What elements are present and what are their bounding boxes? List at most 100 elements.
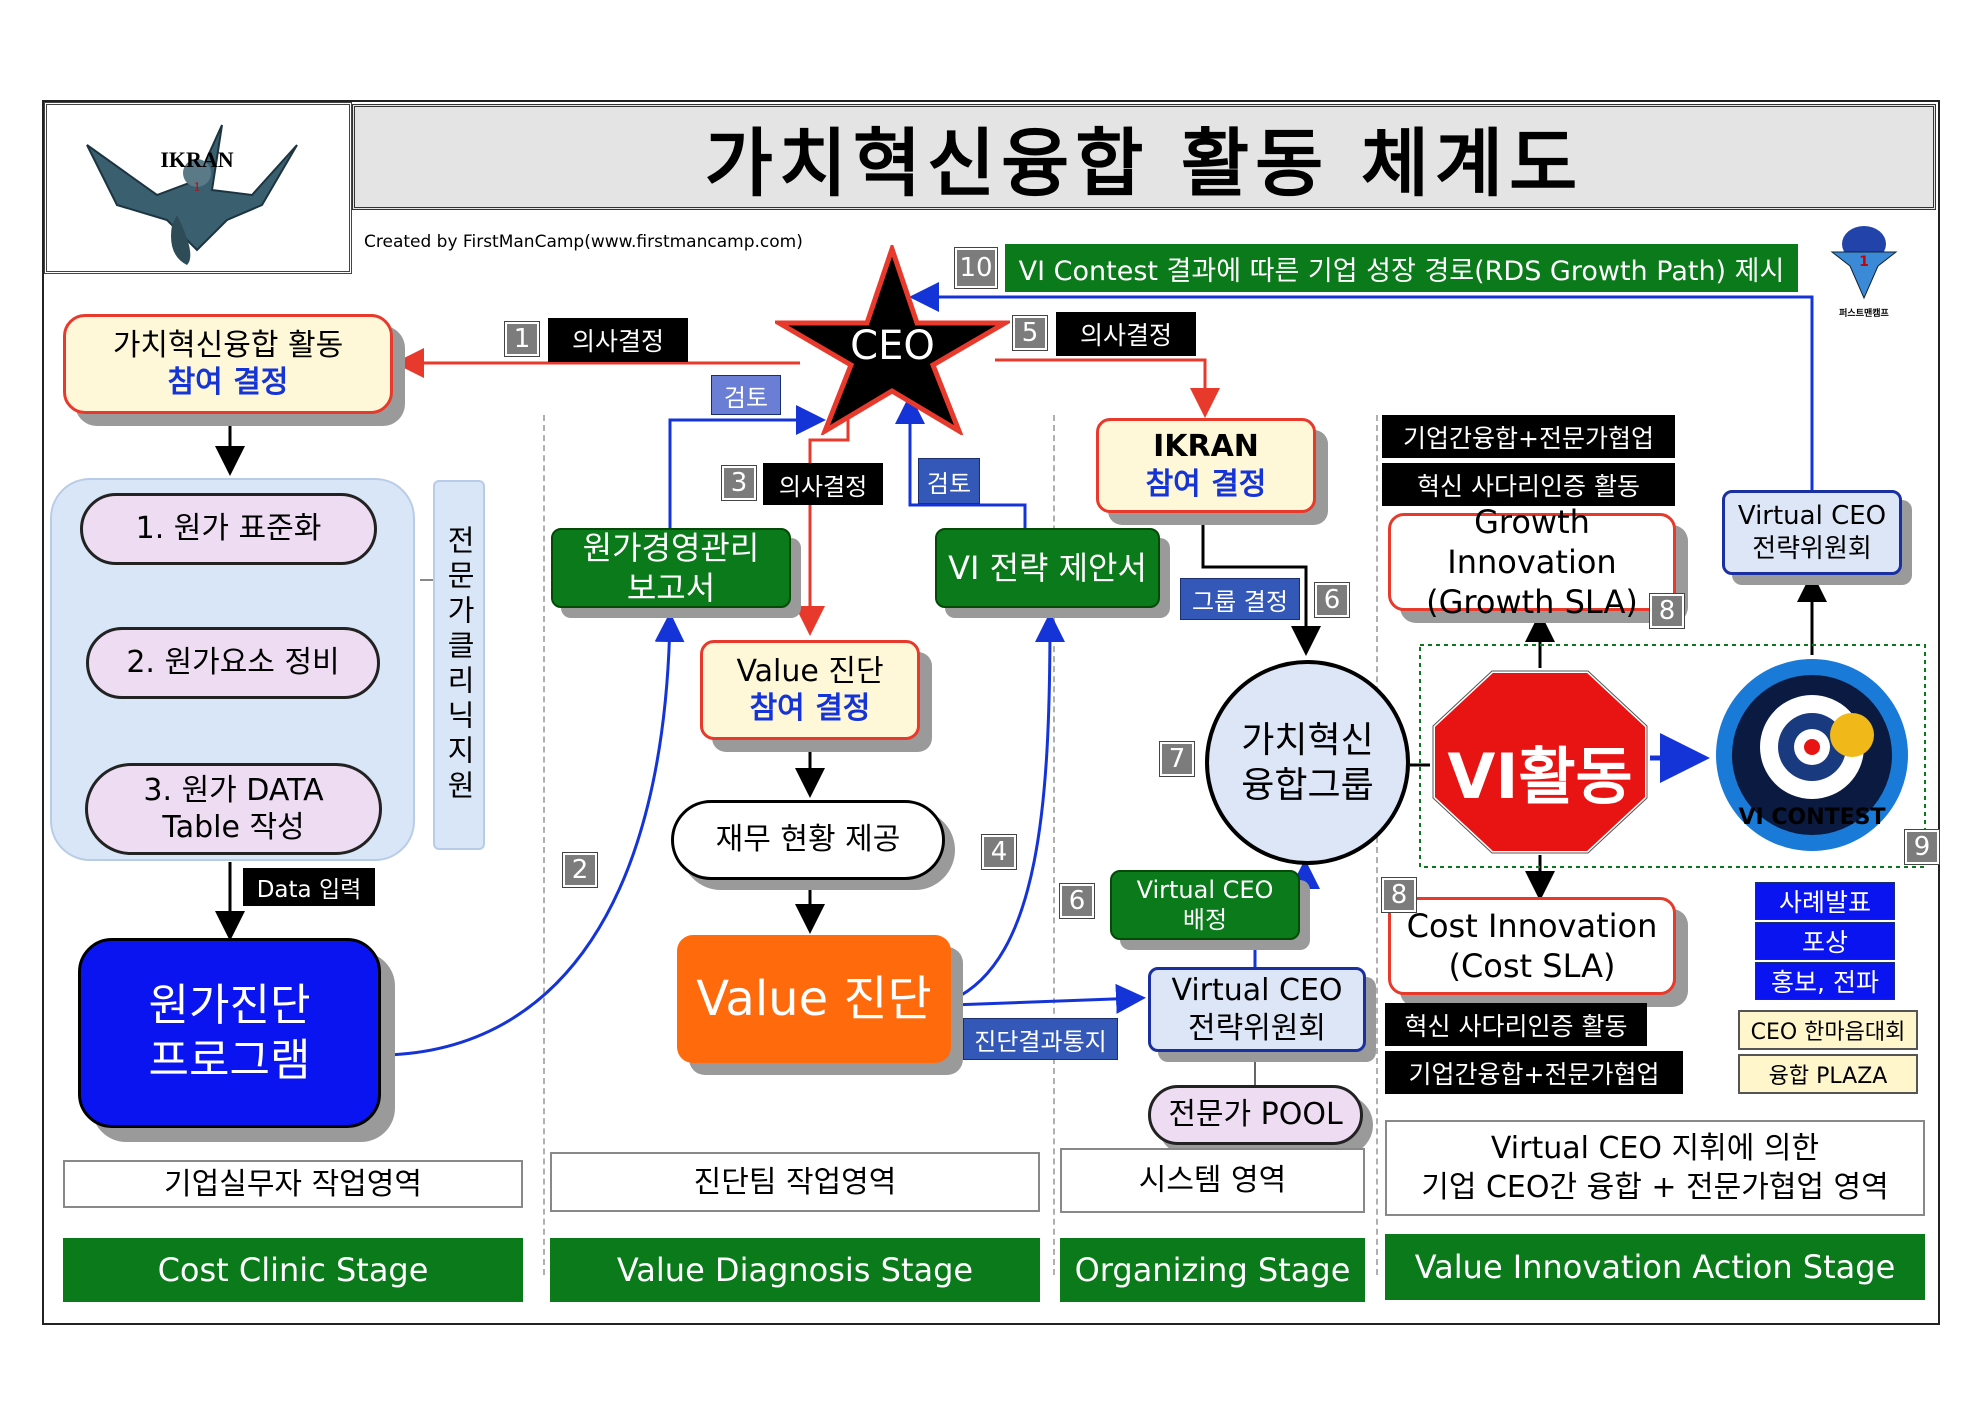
- vi-contest-label: VI CONTEST: [1738, 805, 1886, 830]
- ladder-cert-tag-bottom: 혁신 사다리인증 활동: [1385, 1003, 1647, 1046]
- expert-pool: 전문가 POOL: [1148, 1085, 1363, 1145]
- value-diagnosis-decision: Value 진단 참여 결정: [700, 640, 920, 740]
- decision-1-tag: 의사결정: [548, 318, 688, 362]
- virtual-ceo-committee-right: Virtual CEO 전략위원회: [1722, 490, 1902, 575]
- virtual-ceo-assign: Virtual CEO 배정: [1110, 870, 1300, 940]
- review-left-tag: 검토: [711, 375, 781, 415]
- cost-innov-line1: Cost Innovation: [1406, 907, 1658, 945]
- review-right-tag: 검토: [918, 458, 980, 504]
- cost-step-3-line1: 3. 원가 DATA: [143, 772, 324, 808]
- divider-3: [1376, 415, 1378, 1275]
- ikran-decision: IKRAN 참여 결정: [1096, 418, 1316, 513]
- virtual-committee-right-line1: Virtual CEO: [1737, 501, 1887, 531]
- reward-promotion: 홍보, 전파: [1755, 962, 1895, 1000]
- fusion-collab-tag-bottom: 기업간융합+전문가협업: [1385, 1051, 1683, 1094]
- step-10-badge: 10: [954, 247, 998, 289]
- value-decision-line2: 참여 결정: [749, 691, 871, 726]
- cost-step-2: 2. 원가요소 정비: [86, 627, 380, 699]
- ceo-star: CEO: [769, 241, 1015, 437]
- ladder-cert-tag-top: 혁신 사다리인증 활동: [1382, 463, 1675, 506]
- cost-step-3-line2: Table 작성: [162, 810, 305, 845]
- event-ceo-gathering: CEO 한마음대회: [1738, 1010, 1918, 1050]
- page-title: 가치혁신융합 활동 체계도: [352, 104, 1936, 210]
- ikran-decision-line1: IKRAN: [1153, 429, 1259, 464]
- vi-group-line2: 융합그룹: [1241, 764, 1374, 806]
- cost-diagnosis-program: 원가진단 프로그램: [78, 938, 381, 1128]
- area-fusion-line1: Virtual CEO 지휘에 의한: [1490, 1131, 1820, 1166]
- review-right-line: [895, 394, 1027, 528]
- step-1-badge: 1: [504, 321, 540, 357]
- step-7-badge: 7: [1159, 741, 1195, 777]
- cost-program-line1: 원가진단: [148, 980, 311, 1031]
- area-fusion: Virtual CEO 지휘에 의한 기업 CEO간 융합 + 전문가협업 영역: [1385, 1120, 1925, 1216]
- virtual-committee-right-line2: 전략위원회: [1752, 533, 1872, 564]
- step-4-badge: 4: [981, 834, 1017, 870]
- virtual-ceo-committee-mid: Virtual CEO 전략위원회: [1148, 967, 1366, 1052]
- growth-line2: (Growth SLA): [1426, 583, 1638, 621]
- stage-value-diagnosis: Value Diagnosis Stage: [550, 1238, 1040, 1302]
- step-8-badge-growth: 8: [1649, 593, 1685, 629]
- cost-program-line2: 프로그램: [148, 1035, 311, 1086]
- vi-activity-octagon: VI활동: [1430, 668, 1650, 856]
- cost-report-line1: 원가경영관리: [582, 529, 760, 567]
- participation-line2: 참여 결정: [167, 365, 289, 400]
- diagram-frame: [42, 100, 1940, 1325]
- step-5-badge: 5: [1012, 315, 1048, 351]
- winged-creature-icon: IKRAN 1: [86, 124, 298, 265]
- reward-award: 포상: [1755, 922, 1895, 960]
- cost-step-3: 3. 원가 DATA Table 작성: [85, 763, 382, 855]
- divider-2: [1053, 415, 1055, 1275]
- area-diagnosis-team: 진단팀 작업영역: [550, 1152, 1040, 1212]
- virtual-committee-mid-line2: 전략위원회: [1188, 1010, 1326, 1046]
- review-left-line: [668, 405, 826, 530]
- vi-activity-label: VI활동: [1447, 740, 1633, 813]
- cost-report-line2: 보고서: [626, 569, 716, 607]
- cost-innov-line2: (Cost SLA): [1448, 947, 1616, 985]
- area-fusion-line2: 기업 CEO간 융합 + 전문가협업 영역: [1421, 1170, 1889, 1205]
- curve-4: [951, 612, 1065, 1002]
- financial-status-box: 재무 현황 제공: [671, 800, 945, 880]
- stage-cost-clinic: Cost Clinic Stage: [63, 1238, 523, 1302]
- step-6-badge-assign: 6: [1059, 883, 1095, 919]
- step-3-badge: 3: [721, 465, 757, 501]
- stage-value-innovation-action: Value Innovation Action Stage: [1385, 1234, 1925, 1300]
- vi-contest-emblem-icon: VI CONTEST: [1712, 655, 1912, 855]
- decision-3-tag: 의사결정: [763, 463, 883, 505]
- step-8-badge-cost: 8: [1381, 877, 1417, 913]
- curve-2: [384, 612, 685, 1057]
- data-input-tag: Data 입력: [243, 868, 375, 906]
- growth-path-line: [909, 282, 1814, 490]
- step-2-badge: 2: [562, 852, 598, 888]
- step-9-badge: 9: [1904, 829, 1940, 865]
- diagnosis-notice-tag: 진단결과통지: [963, 1018, 1118, 1060]
- divider-1: [543, 415, 545, 1275]
- cost-innovation: Cost Innovation (Cost SLA): [1388, 897, 1676, 995]
- committee-to-group-line: [1253, 859, 1320, 968]
- vi-fusion-group: 가치혁신 융합그룹: [1205, 660, 1410, 865]
- growth-innovation: Growth Innovation (Growth SLA): [1388, 503, 1676, 621]
- participation-line1: 가치혁신융합 활동: [112, 327, 344, 363]
- logo-text: IKRAN: [160, 147, 233, 172]
- cost-management-report: 원가경영관리 보고서: [551, 528, 791, 608]
- expert-clinic-label: 전문가클리닉지원: [433, 480, 485, 850]
- svg-text:1: 1: [1859, 254, 1869, 270]
- step-6-badge-group: 6: [1314, 582, 1350, 618]
- vi-strategy-proposal: VI 전략 제안서: [935, 528, 1160, 608]
- ceo-label: CEO: [850, 323, 935, 369]
- event-fusion-plaza: 융합 PLAZA: [1738, 1054, 1918, 1094]
- virtual-assign-line2: 배정: [1182, 906, 1228, 934]
- area-worker: 기업실무자 작업영역: [63, 1160, 523, 1208]
- virtual-committee-mid-line1: Virtual CEO: [1171, 973, 1343, 1008]
- virtual-assign-line1: Virtual CEO: [1136, 876, 1274, 904]
- ikran-decision-line2: 참여 결정: [1145, 466, 1267, 502]
- decision-5-line: [995, 358, 1220, 418]
- logo-sub: 1: [194, 180, 201, 195]
- firstmancamp-emblem-icon: 1 퍼스트맨캠프: [1826, 222, 1902, 322]
- growth-path-banner: VI Contest 결과에 따른 기업 성장 경로(RDS Growth Pa…: [1005, 244, 1798, 292]
- value-diagnosis-box: Value 진단: [677, 935, 951, 1063]
- growth-line1: Growth Innovation: [1447, 503, 1617, 581]
- reward-case-presentation: 사례발표: [1755, 882, 1895, 920]
- notice-line: [951, 983, 1146, 1014]
- fusion-collab-tag-top: 기업간융합+전문가협업: [1382, 415, 1675, 458]
